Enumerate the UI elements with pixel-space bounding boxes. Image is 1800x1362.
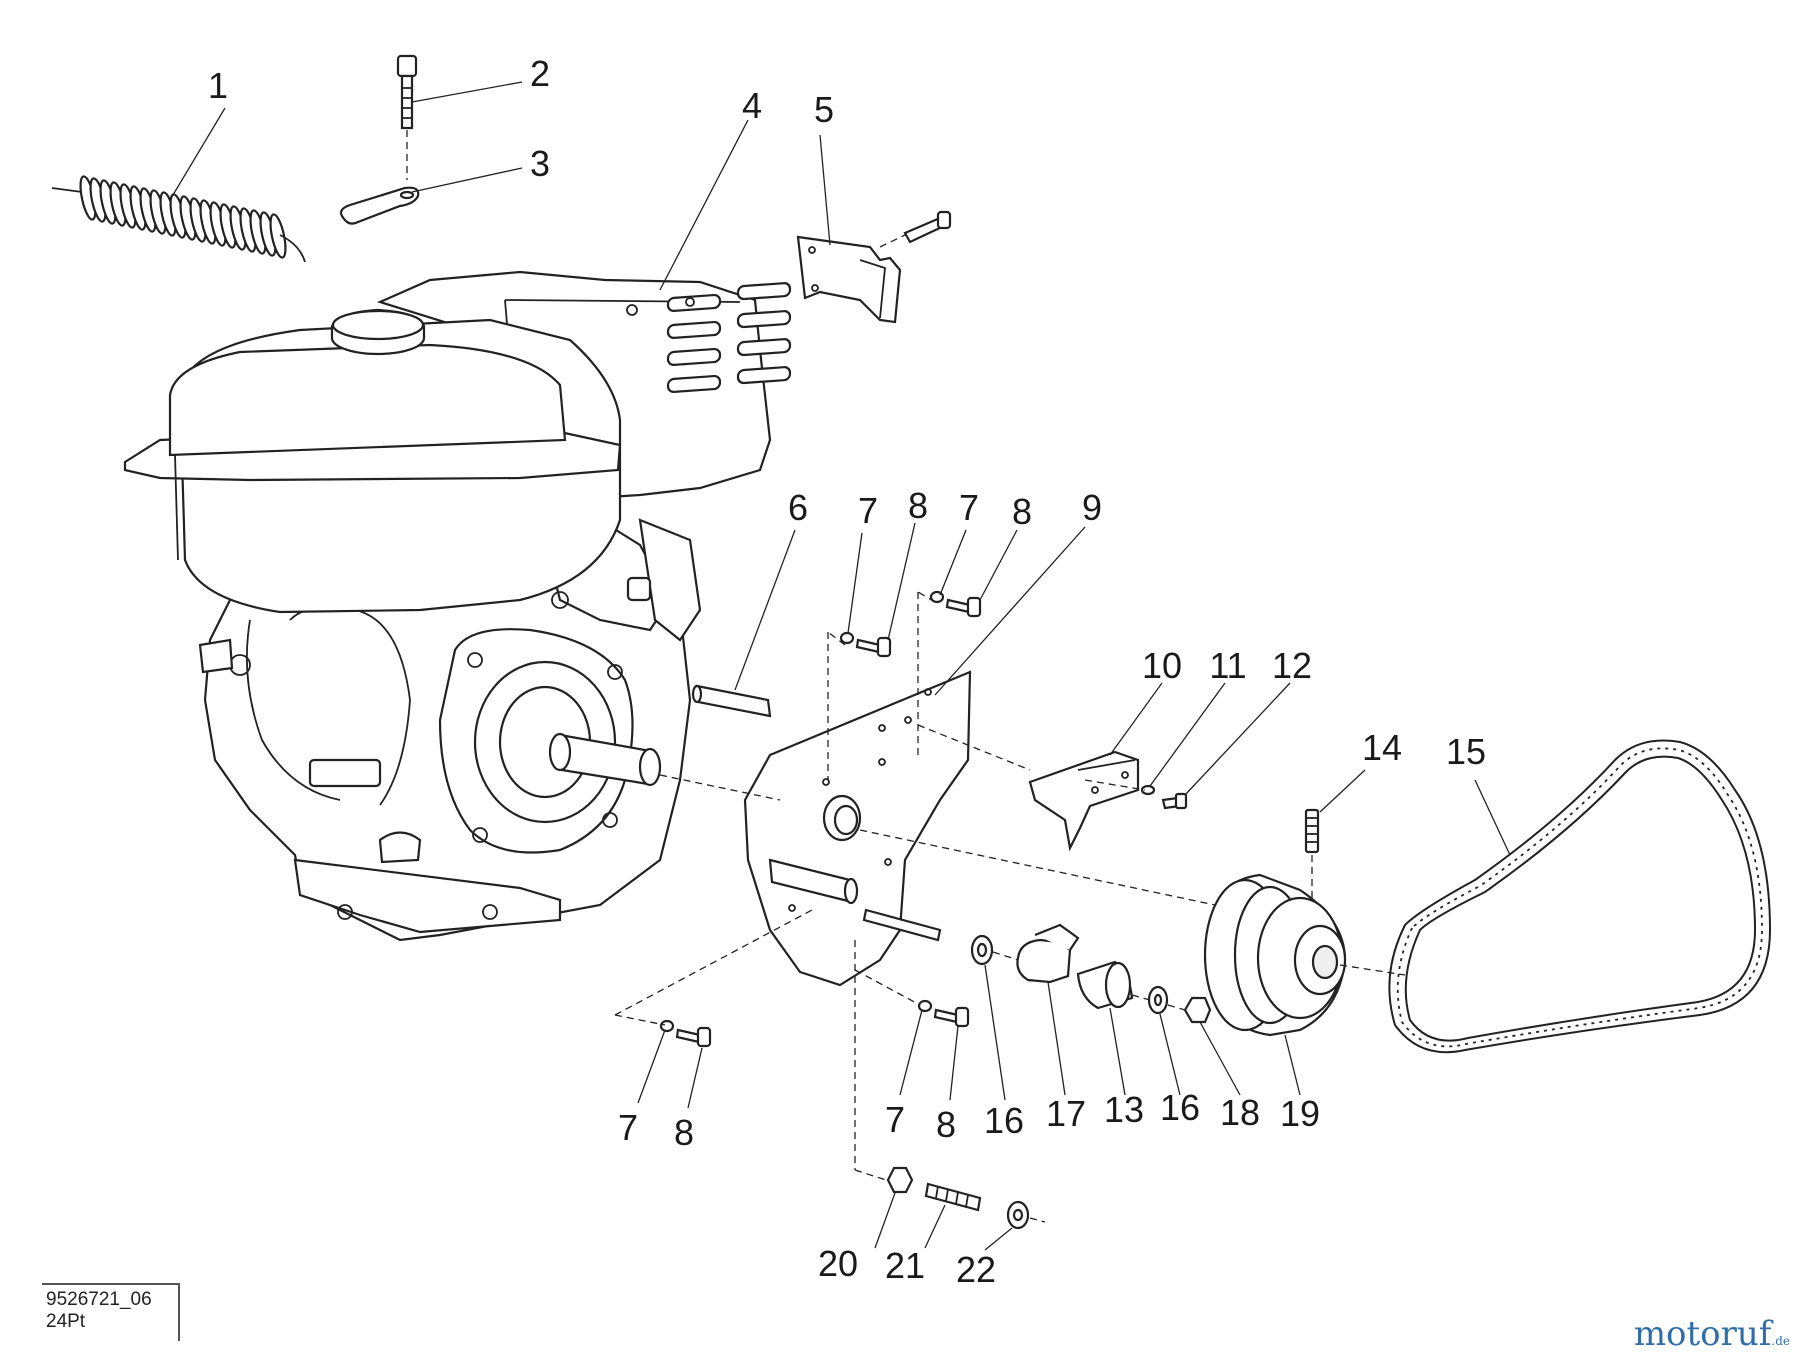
mounting-plate-part bbox=[743, 670, 972, 987]
drawing-ref-number: 9526721_06 bbox=[46, 1289, 152, 1310]
bolt-part bbox=[396, 54, 418, 180]
lever-plate-part bbox=[339, 186, 420, 225]
bolt-8d-part bbox=[917, 999, 970, 1028]
callout-16b: 16 bbox=[1160, 1087, 1200, 1128]
callout-5: 5 bbox=[814, 89, 834, 130]
pin-part bbox=[691, 684, 772, 718]
pulley-part bbox=[1203, 873, 1347, 1037]
callout-3: 3 bbox=[530, 143, 550, 184]
washer-16b-part bbox=[1147, 985, 1169, 1015]
bolt-8c-part bbox=[659, 1019, 712, 1048]
callout-7c: 7 bbox=[618, 1107, 638, 1148]
callout-8c: 8 bbox=[674, 1112, 694, 1153]
callout-10: 10 bbox=[1142, 645, 1182, 686]
washer-22-part bbox=[1006, 1200, 1030, 1230]
callout-numbers: 1 2 3 4 5 6 7 8 7 8 9 10 11 12 14 15 7 8… bbox=[208, 53, 1486, 1290]
callout-16a: 16 bbox=[984, 1100, 1024, 1141]
callout-2: 2 bbox=[530, 53, 550, 94]
callout-12: 12 bbox=[1272, 645, 1312, 686]
v-belt-part bbox=[1388, 739, 1772, 1054]
callout-13: 13 bbox=[1104, 1089, 1144, 1130]
screw-12-part bbox=[1161, 792, 1188, 810]
callout-21: 21 bbox=[885, 1245, 925, 1286]
callout-11: 11 bbox=[1209, 645, 1246, 686]
engine-assembly bbox=[123, 270, 792, 942]
spring-part bbox=[51, 175, 306, 263]
small-bracket-part bbox=[1028, 750, 1140, 852]
callout-18: 18 bbox=[1220, 1092, 1260, 1133]
washer-16a-part bbox=[970, 934, 994, 966]
watermark-logo: motoruf.de bbox=[1634, 1314, 1790, 1354]
bolt-8b-part bbox=[929, 590, 982, 618]
drawing-reference-box: 9526721_06 24Pt bbox=[42, 1283, 180, 1341]
callout-4: 4 bbox=[742, 85, 762, 126]
watermark-tld: .de bbox=[1771, 1334, 1790, 1348]
callout-7d: 7 bbox=[885, 1099, 905, 1140]
callout-6: 6 bbox=[788, 487, 808, 528]
drawing-ref-code: 24Pt bbox=[46, 1311, 86, 1332]
nut-20-part bbox=[886, 1166, 914, 1194]
callout-17: 17 bbox=[1046, 1093, 1086, 1134]
sleeve-13-part bbox=[1076, 960, 1134, 1010]
watermark-text: motoruf bbox=[1633, 1314, 1772, 1354]
callout-19: 19 bbox=[1280, 1093, 1320, 1134]
callout-1: 1 bbox=[208, 65, 228, 106]
set-screw-part bbox=[1304, 808, 1320, 915]
callout-8b: 8 bbox=[1012, 491, 1032, 532]
callout-15: 15 bbox=[1446, 731, 1486, 772]
stud-21-part bbox=[924, 1182, 982, 1212]
callout-22: 22 bbox=[956, 1249, 996, 1290]
callout-9: 9 bbox=[1082, 487, 1102, 528]
callout-14: 14 bbox=[1362, 727, 1402, 768]
callout-7b: 7 bbox=[959, 487, 979, 528]
bolt-8a-part bbox=[839, 631, 892, 658]
callout-20: 20 bbox=[818, 1243, 858, 1284]
washer-11-part bbox=[1140, 784, 1156, 796]
callout-8a: 8 bbox=[908, 485, 928, 526]
bushing-17-part bbox=[1016, 923, 1080, 984]
assembly-lines bbox=[614, 591, 1406, 1223]
callout-7a: 7 bbox=[858, 490, 878, 531]
nut-18-part bbox=[1183, 996, 1212, 1024]
leader-lines bbox=[169, 81, 1511, 1251]
callout-8d: 8 bbox=[936, 1104, 956, 1145]
bracket-part bbox=[796, 210, 952, 324]
